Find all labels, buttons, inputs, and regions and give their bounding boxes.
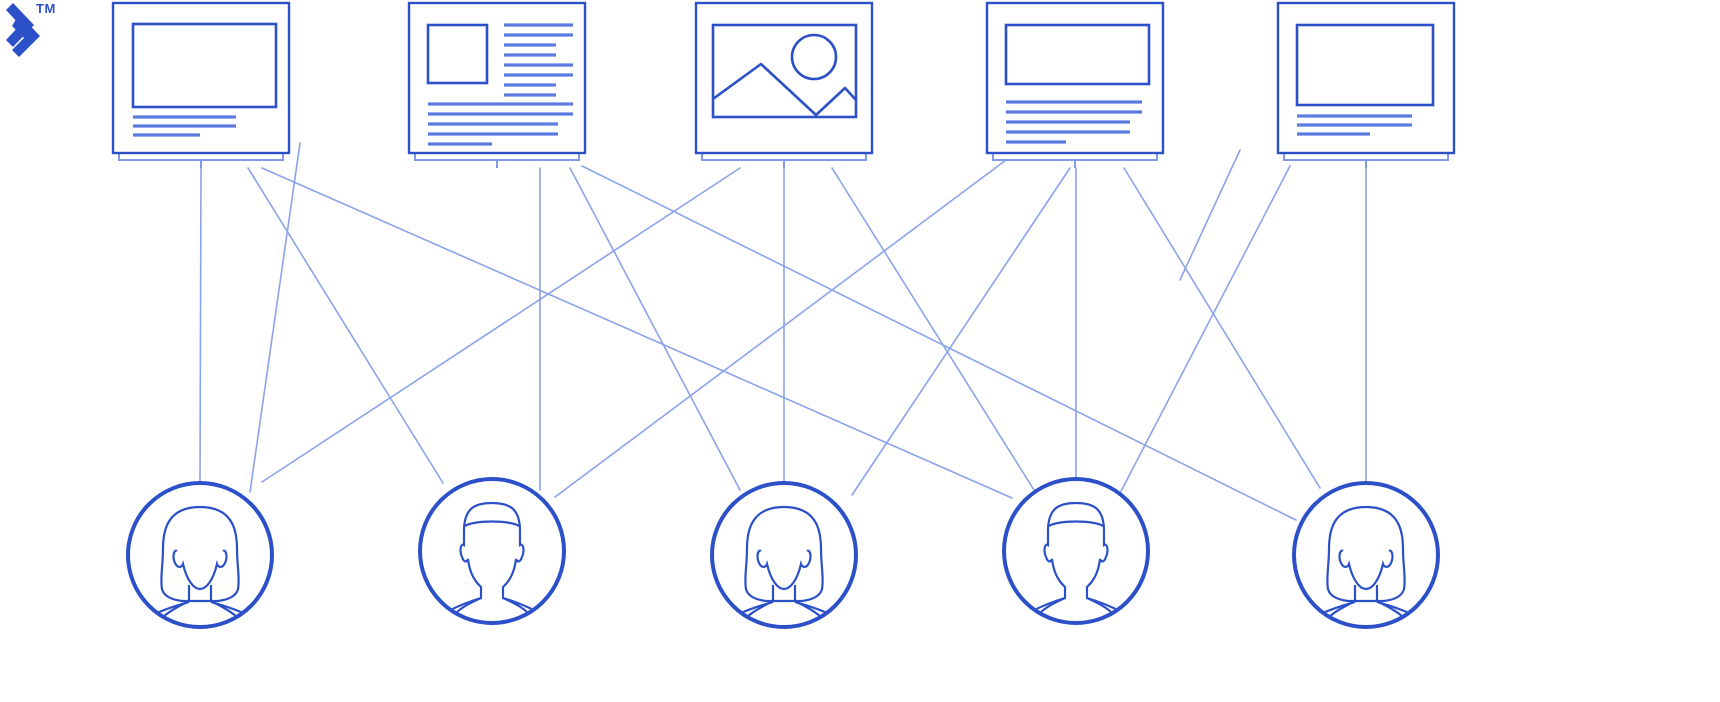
avatar-ring [126, 481, 274, 629]
link-screen4-user3[interactable] [851, 167, 1071, 496]
avatar-face [1338, 549, 1394, 591]
screen-thumbnail [426, 23, 489, 85]
avatar-ring [1292, 481, 1440, 629]
user-nodes-group [126, 477, 1440, 629]
link-screen3-user1[interactable] [261, 167, 741, 483]
toptal-chevron-logo[interactable] [6, 3, 40, 57]
link-screen5-user4[interactable] [1117, 165, 1291, 498]
link-screen4-user2[interactable] [554, 159, 1007, 498]
avatar-hair [160, 505, 240, 603]
avatar-hairline [1048, 520, 1104, 527]
screen-bezel [407, 1, 587, 155]
trademark-label: TM [36, 1, 56, 16]
mountain-icon [713, 62, 856, 117]
screen-image-placeholder [1295, 23, 1435, 107]
avatar-hair [744, 505, 824, 603]
avatar-hairline [464, 520, 520, 527]
screen-node-5[interactable] [1276, 1, 1456, 168]
link-screen2-user5[interactable] [581, 165, 1297, 521]
screen-node-3[interactable] [694, 1, 874, 168]
screen-photo-frame [711, 23, 858, 119]
link-screen3-user4[interactable] [831, 167, 1035, 491]
avatar-ring [418, 477, 566, 625]
avatar-face [172, 549, 228, 591]
screen-node-1[interactable] [111, 1, 291, 168]
screen-bezel [111, 1, 291, 155]
avatar-hair [1326, 505, 1406, 603]
brand-logo-group [6, 3, 40, 57]
user-avatar-2[interactable] [418, 477, 566, 625]
link-screen1-user4[interactable] [261, 167, 1013, 499]
screen-bezel [1276, 1, 1456, 155]
photo-content [713, 33, 856, 117]
screen-bezel [985, 1, 1165, 155]
screen-image-placeholder [131, 22, 278, 109]
user-avatar-4[interactable] [1002, 477, 1150, 625]
screen-node-4[interactable] [985, 1, 1165, 168]
avatar-ring [710, 481, 858, 629]
link-screen5-user3b[interactable] [1179, 149, 1241, 281]
screen-node-2[interactable] [407, 1, 587, 168]
screen-nodes-group [111, 1, 1456, 168]
link-screen2-user3[interactable] [569, 167, 741, 491]
user-avatar-3[interactable] [710, 481, 858, 629]
avatar-ring [1002, 477, 1150, 625]
sun-icon [790, 33, 838, 81]
link-screen1-user2[interactable] [247, 167, 444, 484]
user-avatar-1[interactable] [126, 481, 274, 629]
avatar-face [756, 549, 812, 591]
link-screen2-user1[interactable] [249, 142, 301, 493]
link-screen4-user5[interactable] [1123, 167, 1321, 489]
screen-bezel [694, 1, 874, 155]
connection-lines-group [199, 142, 1367, 521]
user-avatar-5[interactable] [1292, 481, 1440, 629]
link-screen1-user1[interactable] [199, 167, 202, 484]
screen-image-placeholder [1004, 23, 1151, 86]
